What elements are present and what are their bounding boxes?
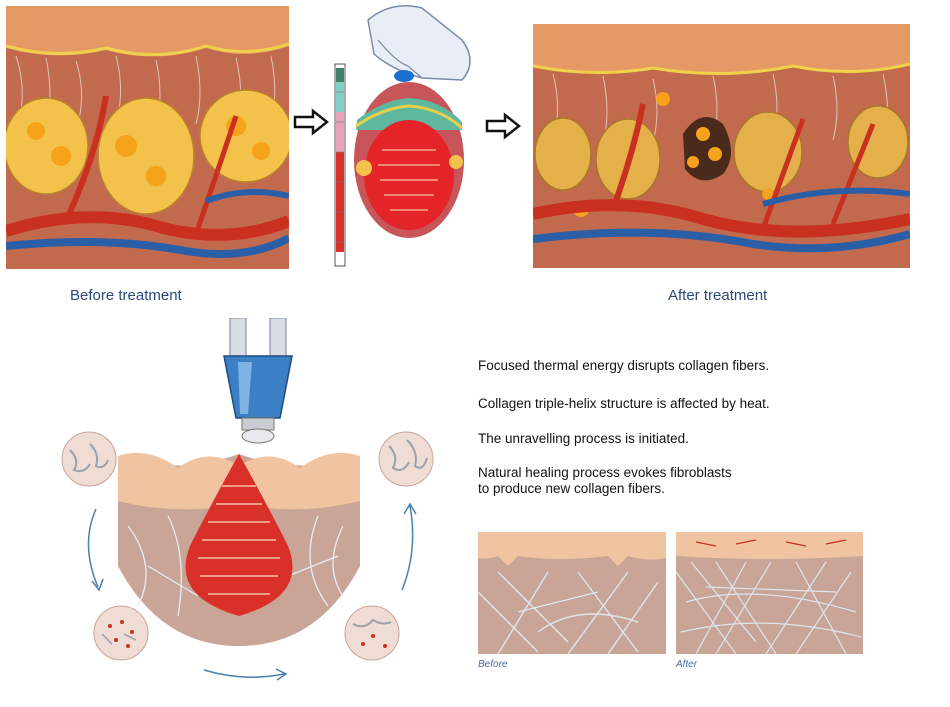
description-line-4: Natural healing process evokes fibroblas…	[478, 465, 732, 480]
after-tissue-illustration	[533, 24, 910, 268]
after-label: After	[676, 659, 698, 670]
collagen-before-panel	[478, 532, 666, 654]
thermometer-icon	[333, 62, 347, 268]
after-treatment-caption: After treatment	[668, 287, 768, 304]
curved-arrow-icon	[394, 500, 424, 595]
description-line-5: to produce new collagen fibers.	[478, 481, 665, 496]
collagen-zoom-topleft	[60, 430, 118, 488]
before-label: Before	[478, 659, 508, 670]
curved-arrow-icon	[72, 505, 112, 595]
curved-arrow-icon	[200, 664, 290, 684]
collagen-zoom-bottomright	[343, 604, 401, 662]
heat-zone-oval	[352, 0, 482, 242]
skin-cross-section-heat	[118, 446, 360, 646]
handpiece-icon	[218, 318, 298, 446]
arrow-right-icon	[293, 108, 329, 136]
collagen-after-panel	[676, 532, 863, 654]
collagen-zoom-topright	[377, 430, 435, 488]
before-treatment-caption: Before treatment	[70, 287, 182, 304]
description-line-3: The unravelling process is initiated.	[478, 431, 689, 446]
description-line-1: Focused thermal energy disrupts collagen…	[478, 358, 770, 373]
arrow-right-icon	[485, 112, 521, 140]
description-line-2: Collagen triple-helix structure is affec…	[478, 396, 770, 411]
before-tissue-illustration	[6, 6, 289, 269]
collagen-zoom-bottomleft	[92, 604, 150, 662]
